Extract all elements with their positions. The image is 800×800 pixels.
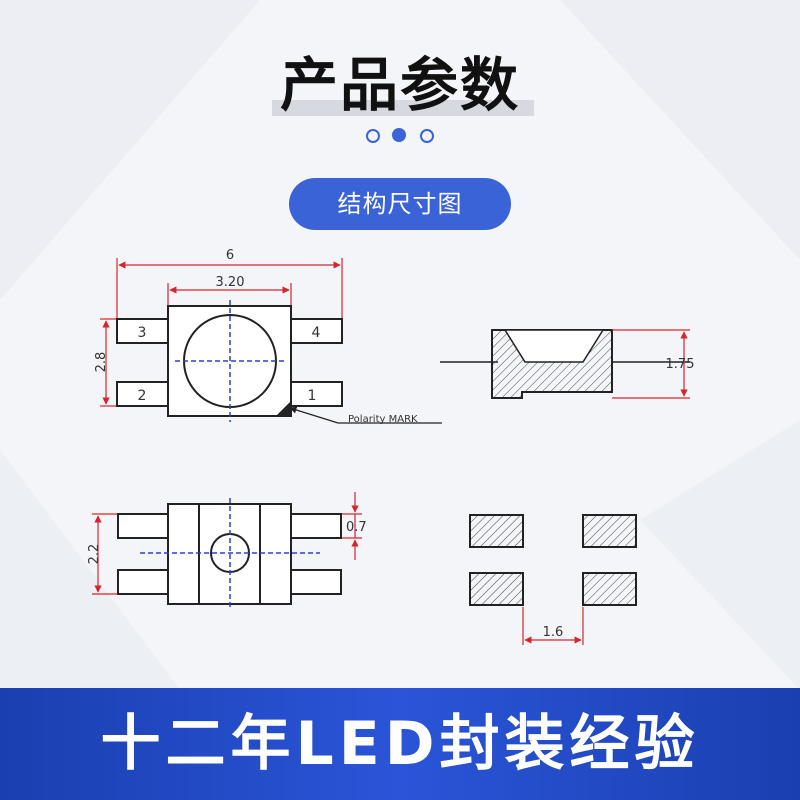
polarity-label: Polarity MARK — [348, 414, 418, 425]
footprint-pad — [469, 514, 524, 548]
pager-dot-active — [392, 128, 406, 142]
lead-1 — [290, 381, 343, 407]
bottom-view: 2.2 0.7 — [87, 492, 367, 610]
bottom-lead — [117, 513, 170, 539]
footprint-view: 1.6 — [469, 514, 637, 645]
bottom-lead — [289, 569, 342, 595]
bottom-banner: 十二年LED封装经验 — [0, 688, 800, 800]
pager-dot — [366, 129, 380, 143]
dim-label-07: 0.7 — [346, 520, 367, 535]
dim-label-175: 1.75 — [666, 357, 695, 372]
side-cavity — [503, 329, 605, 363]
lead-3 — [116, 318, 169, 344]
dim-label-6: 6 — [226, 248, 234, 263]
polarity-corner — [276, 401, 291, 416]
dim-label-28: 2.8 — [94, 352, 109, 373]
footprint-pad — [582, 514, 637, 548]
footprint-pad — [469, 572, 524, 606]
title-block: 产品参数 — [0, 38, 800, 128]
footprint-pad — [582, 572, 637, 606]
dim-label-16: 1.6 — [543, 625, 564, 640]
lead-4 — [290, 318, 343, 344]
title-underline — [272, 100, 534, 116]
pager-dot — [420, 129, 434, 143]
dimension-drawing: 3 2 4 1 Polarity MARK 6 3.20 2.8 1.75 — [87, 248, 695, 645]
pin-4-label: 4 — [312, 325, 321, 341]
page-title: 产品参数 — [279, 51, 520, 119]
pin-1-label: 1 — [308, 388, 317, 404]
pin-2-label: 2 — [138, 388, 147, 404]
section-pill: 结构尺寸图 — [289, 178, 511, 230]
bottom-lead — [289, 513, 342, 539]
dim-label-22: 2.2 — [87, 544, 102, 565]
bottom-lead — [117, 569, 170, 595]
polarity-leader — [289, 406, 339, 424]
dim-label-320: 3.20 — [216, 275, 245, 290]
banner-text: 十二年LED封装经验 — [100, 709, 700, 779]
side-view: 1.75 — [440, 329, 695, 399]
pager-dots — [364, 128, 436, 147]
lead-2 — [116, 381, 169, 407]
top-view: 3 2 4 1 Polarity MARK 6 3.20 2.8 — [94, 248, 442, 425]
pin-3-label: 3 — [138, 325, 147, 341]
